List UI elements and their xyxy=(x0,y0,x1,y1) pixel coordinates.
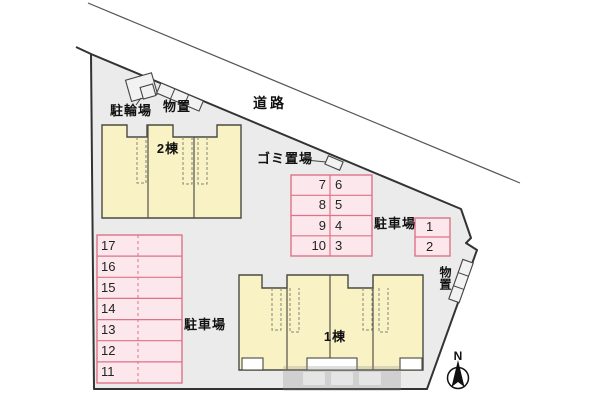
parking-space-number: 11 xyxy=(101,364,115,379)
road-label: 道路 xyxy=(253,95,287,111)
building-2-label: 2棟 xyxy=(156,141,180,156)
bicycle-parking-label: 駐輪場 xyxy=(109,103,152,118)
garbage-area-label: ゴミ置場 xyxy=(256,151,313,166)
parking-space-number: 2 xyxy=(426,239,434,254)
parking-space-number: 13 xyxy=(101,322,116,337)
parking-lot-middle xyxy=(290,174,373,257)
compass-n-label: N xyxy=(453,349,463,363)
building-1 xyxy=(238,274,424,371)
parking-lot-left xyxy=(96,234,183,384)
road-upper-line xyxy=(87,2,521,184)
parking-space-number: 6 xyxy=(335,177,343,192)
parking-space-number: 17 xyxy=(101,238,116,253)
parking-space-number: 16 xyxy=(101,259,116,274)
parking-left-label: 駐車場 xyxy=(183,317,226,332)
parking-space-number: 15 xyxy=(101,280,116,295)
parking-space-number: 1 xyxy=(426,219,434,234)
storage-right-label: 物置 xyxy=(438,266,452,290)
parking-space-number: 7 xyxy=(318,177,326,192)
bicycle-shed-leader-line xyxy=(135,97,142,106)
storage-right-shed xyxy=(448,258,474,304)
garbage-leader-line xyxy=(305,159,327,163)
parking-space-number: 3 xyxy=(335,238,343,253)
compass-north-arrow xyxy=(446,360,470,390)
parking-space-number: 8 xyxy=(318,197,326,212)
parking-space-number: 5 xyxy=(335,197,343,212)
building-2 xyxy=(101,124,242,219)
building-1-label: 1棟 xyxy=(323,329,347,344)
garbage-box xyxy=(324,155,344,171)
storage-top-label: 物置 xyxy=(162,99,191,114)
parking-space-number: 4 xyxy=(335,218,343,233)
parking-middle-label: 駐車場 xyxy=(373,216,416,231)
parking-space-number: 9 xyxy=(318,218,326,233)
watermark xyxy=(283,366,401,391)
boundary-extension-line xyxy=(75,46,92,55)
parking-space-number: 14 xyxy=(101,301,116,316)
parking-space-number: 12 xyxy=(101,343,116,358)
bicycle-shed xyxy=(124,72,159,103)
storage-top-shed xyxy=(155,82,205,112)
parking-lot-right xyxy=(414,217,451,257)
parking-space-number: 10 xyxy=(311,238,326,253)
